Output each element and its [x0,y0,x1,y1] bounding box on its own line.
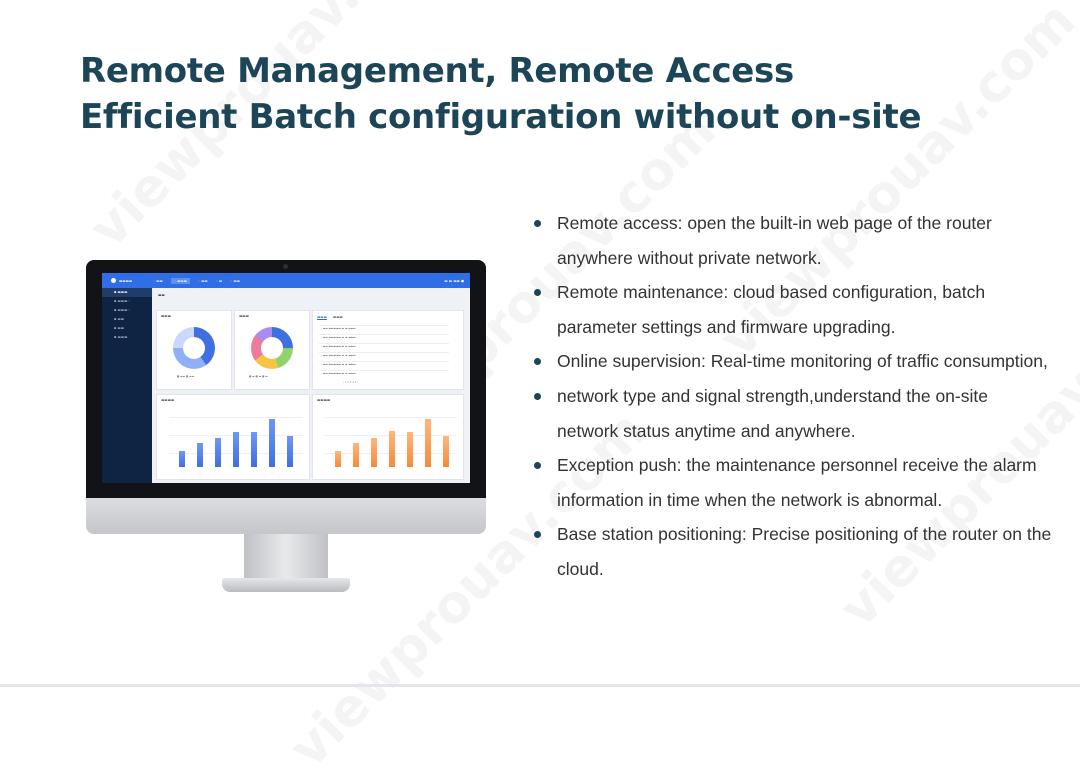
sidebar-item: ▪ ▬▬▬ › [114,299,130,303]
chart-bar [287,436,293,467]
topbar-item: ◦ ▬▬ [197,278,208,283]
chart-bar [251,432,257,467]
sidebar-item: ▪ ▬▬▬ › [114,308,130,312]
table-row: ▬▬ ▬▬▬▬▬ ▬ ▬ ▬▬▬ [323,345,356,348]
feature-item-base-station: Base station positioning: Precise positi… [533,517,1053,586]
feature-list: Remote access: open the built-in web pag… [533,206,1053,587]
bullet-icon [534,462,541,470]
topbar-item-active: ◦ ▬▬▬ [170,277,190,284]
feature-text: Remote access: open the built-in web pag… [557,213,992,268]
chart-bar [215,437,221,467]
monitor-chin [86,498,486,534]
tab: ▬▬▬ [332,315,343,319]
bullet-icon [534,220,541,227]
headline-line-2: Efficient Batch configuration without on… [80,97,922,137]
topbar-item: ◦ ▬ [215,278,223,283]
table-row: ▬▬ ▬▬▬▬▬ ▬ ▬ ▬▬▬ [323,354,356,357]
card-title: ▬▬▬▬ [161,398,175,402]
donut-chart [251,327,293,369]
bullet-icon [534,289,541,297]
card-title: ▬▬▬ [161,314,171,318]
chart-bar [269,419,275,467]
chart-bar [197,443,203,467]
pagination: ‹ 1 2 3 4 5 › [343,381,359,384]
dashboard-title: ▬▬▬▬ [119,278,133,283]
table-row: ▬▬ ▬▬▬▬▬ ▬ ▬ ▬▬▬ [323,327,356,330]
feature-item-remote-maintenance: Remote maintenance: cloud based configur… [533,275,1053,344]
topbar-item: ◦ ▬▬ [230,278,240,283]
dashboard-main: ▬▬ ▬▬▬ ■ ▬▬ ■ ▬▬ ▬▬▬ ■ ▬ ■ ▬ ■ ▬ ▬▬▬ [152,288,470,483]
monitor-illustration: ▬▬▬▬ ◦ ▬▬ ◦ ▬▬▬ ◦ ▬▬ ◦ ▬ ◦ ▬▬ ▬ ▬ ▬▬ ● ▪… [86,260,486,595]
table-card: ▬▬▬ ▬▬▬ ▬▬ ▬▬▬▬▬ ▬ ▬ ▬▬▬ ▬▬ ▬▬▬▬▬ ▬ ▬ ▬▬… [312,310,464,390]
bullet-icon [534,392,541,400]
webcam-icon [283,264,288,269]
table-row: ▬▬ ▬▬▬▬▬ ▬ ▬ ▬▬▬ [323,363,356,366]
chart-bar [371,437,377,467]
feature-text: Exception push: the maintenance personne… [557,455,1037,510]
monitor-stand-foot [222,578,350,592]
feature-item-remote-access: Remote access: open the built-in web pag… [533,206,1053,275]
feature-item-exception-push: Exception push: the maintenance personne… [533,448,1053,517]
table-row: ▬▬ ▬▬▬▬▬ ▬ ▬ ▬▬▬ [323,372,356,375]
bullet-icon [534,358,541,366]
topbar-item: ◦ ▬▬ [153,278,163,283]
chart-bar [233,432,239,467]
sidebar-item: ▪ ▬▬ [114,317,125,321]
feature-text: Online supervision: Real-time monitoring… [557,351,1048,372]
dashboard-screenshot: ▬▬▬▬ ◦ ▬▬ ◦ ▬▬▬ ◦ ▬▬ ◦ ▬ ◦ ▬▬ ▬ ▬ ▬▬ ● ▪… [102,273,470,483]
chart-bar [443,436,449,467]
dashboard-topbar: ▬▬▬▬ ◦ ▬▬ ◦ ▬▬▬ ◦ ▬▬ ◦ ▬ ◦ ▬▬ ▬ ▬ ▬▬ ● [102,273,470,288]
pie-card-1: ▬▬▬ ■ ▬▬ ■ ▬▬ [156,310,232,390]
feature-item-online-supervision: Online supervision: Real-time monitoring… [533,344,1053,379]
tab-active: ▬▬▬ [317,315,327,320]
chart-bar [389,430,395,467]
monitor-bezel: ▬▬▬▬ ◦ ▬▬ ◦ ▬▬▬ ◦ ▬▬ ◦ ▬ ◦ ▬▬ ▬ ▬ ▬▬ ● ▪… [86,260,486,498]
feature-text: Remote maintenance: cloud based configur… [557,282,986,337]
bar-card-blue: ▬▬▬▬ [156,394,310,480]
monitor-stand-neck [244,534,328,582]
legend-item: ■ ▬ ■ ▬ ■ ▬ [249,375,268,378]
legend-item: ■ ▬▬ ■ ▬▬ [177,375,195,378]
feature-text: network type and signal strength,underst… [557,385,988,441]
sidebar-item: ▪ ▬▬ [114,326,125,330]
user-area: ▬ ▬ ▬▬ ● [444,278,464,283]
chart-bar [179,451,185,467]
table-row: ▬▬ ▬▬▬▬▬ ▬ ▬ ▬▬▬ [323,336,356,339]
sidebar-item: ▪ ▬▬▬ [102,288,152,297]
card-title: ▬▬▬▬ [317,398,331,402]
chart-bar [335,451,341,467]
sidebar-item: ▪ ▬▬▬ [114,335,128,339]
bar-card-orange: ▬▬▬▬ [312,394,464,480]
dashboard-breadcrumb: ▬▬ [158,293,165,297]
feature-text: Base station positioning: Precise positi… [557,524,1052,579]
dashboard-sidebar: ▪ ▬▬▬ ▪ ▬▬▬ › ▪ ▬▬▬ › ▪ ▬▬ ▪ ▬▬ ▪ ▬▬▬ [102,288,152,483]
chart-bar [407,432,413,467]
page-title: Remote Management, Remote Access Efficie… [80,48,922,140]
chart-bar [425,419,431,467]
donut-chart [173,327,215,369]
bottom-divider [0,684,1080,687]
pie-card-2: ▬▬▬ ■ ▬ ■ ▬ ■ ▬ [234,310,310,390]
card-title: ▬▬▬ [239,314,249,318]
feature-item-network-type: network type and signal strength,underst… [533,379,1053,448]
card-tabs: ▬▬▬ ▬▬▬ [317,315,343,320]
logo-icon [111,278,116,283]
chart-bar [353,443,359,467]
headline-line-1: Remote Management, Remote Access [80,51,794,91]
bullet-icon [534,531,541,539]
